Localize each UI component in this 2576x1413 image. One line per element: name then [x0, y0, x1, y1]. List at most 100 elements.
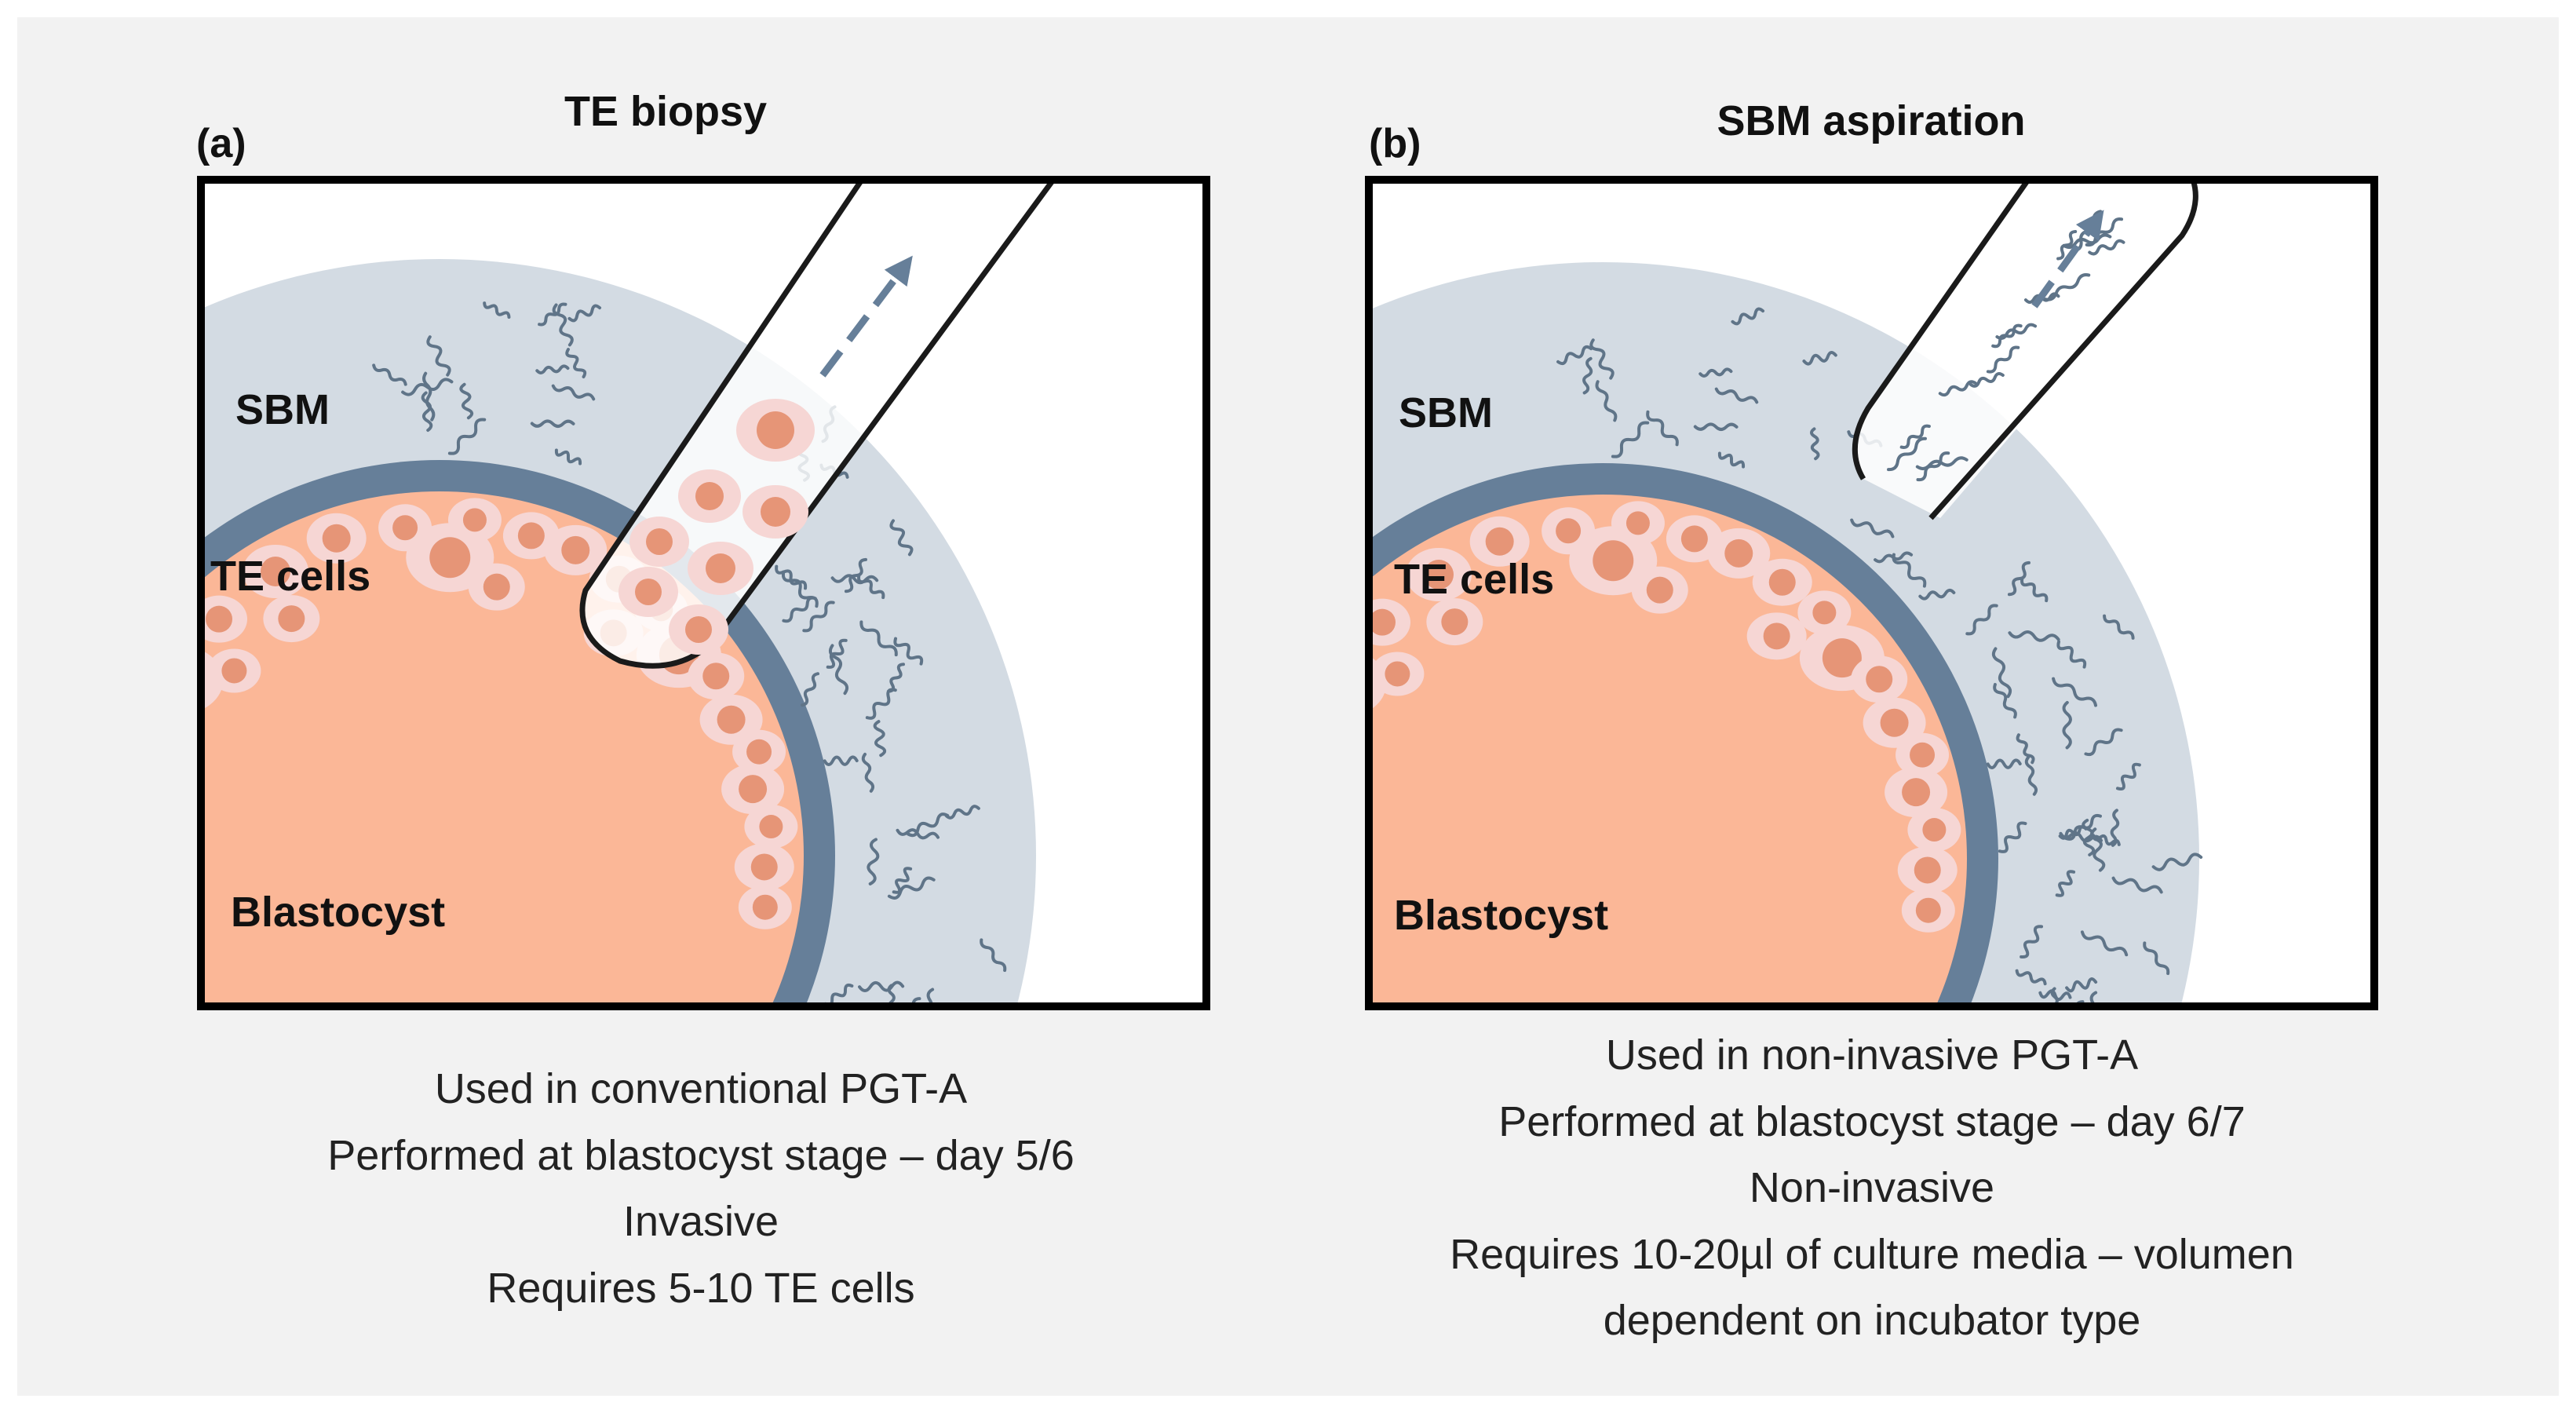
panel-a-letter: (a) — [196, 121, 246, 166]
sbm-fiber — [2038, 989, 2072, 1002]
sbm-fiber — [1995, 323, 2038, 340]
te-cell — [1426, 598, 1483, 646]
sbm-fiber — [1918, 588, 1956, 601]
sbm-fiber — [2103, 614, 2135, 640]
sbm-fiber — [565, 348, 587, 379]
sbm-fiber — [1968, 371, 2005, 388]
sbm-fiber — [775, 564, 808, 590]
panel-b-title: SBM aspiration — [1717, 97, 2025, 144]
te-cell — [243, 545, 308, 599]
te-cell — [1851, 655, 1908, 703]
sbm-fiber — [1887, 436, 1927, 472]
sbm-fiber — [1556, 345, 1593, 366]
te-cell — [736, 399, 815, 462]
sbm-fiber — [2056, 229, 2078, 261]
sbm-fiber — [2007, 560, 2031, 597]
te-cell — [688, 652, 745, 700]
sbm-fiber — [892, 867, 913, 894]
te-cell — [468, 563, 525, 611]
sbm-fiber — [1646, 410, 1679, 447]
sbm-fiber — [1693, 422, 1739, 431]
sbm-fiber — [1916, 451, 1950, 482]
sbm-fiber — [2110, 809, 2120, 847]
sbm-fiber — [782, 596, 817, 623]
sbm-fiber — [551, 384, 596, 401]
panel-b-line-2: Performed at blastocyst stage – day 6/7 — [1498, 1098, 2246, 1145]
sbm-fiber — [873, 720, 887, 758]
sbm-fiber — [887, 984, 896, 1006]
panel-a-label-te-cells: TE cells — [210, 553, 370, 600]
sbm-fiber — [422, 371, 436, 422]
te-cell — [201, 595, 248, 643]
panel-b-letter: (b) — [1369, 121, 1421, 166]
sbm-fiber — [896, 828, 940, 840]
te-cell — [306, 513, 367, 564]
sbm-fiber — [861, 752, 875, 793]
sbm-fiber — [567, 304, 602, 323]
panel-te-biopsy: TE biopsy (a) SBM TE cells Blastocyst Us… — [196, 88, 1210, 1312]
te-cell — [688, 542, 753, 595]
sbm-fiber — [2043, 273, 2091, 301]
sbm-fiber — [1892, 553, 1927, 588]
sbm-fiber — [2052, 677, 2098, 707]
sbm-fiber — [980, 938, 1007, 973]
panel-a-frame — [197, 176, 1210, 1010]
panel-b-line-1: Used in non-invasive PGT-A — [1606, 1031, 2138, 1079]
panel-b-micropipette-icon — [1852, 180, 2198, 520]
te-cell — [1896, 732, 1950, 777]
sbm-fiber — [1595, 380, 1618, 422]
te-cell — [1406, 548, 1472, 602]
panel-a-dashed-arrow-icon — [819, 255, 913, 378]
sbm-fiber — [1589, 338, 1615, 380]
te-cell — [207, 648, 261, 693]
sbm-fiber — [1965, 604, 1998, 636]
sbm-fiber — [1899, 424, 1931, 450]
sbm-fiber — [2056, 640, 2087, 669]
sbm-fiber — [2055, 870, 2076, 897]
sbm-fiber — [826, 638, 848, 669]
sbm-fiber — [535, 364, 570, 374]
te-cell — [1907, 808, 1961, 853]
te-cell — [1611, 501, 1665, 546]
sbm-fiber — [1698, 367, 1733, 378]
sbm-fiber — [447, 418, 487, 455]
sbm-fiber — [2020, 577, 2049, 603]
panel-b-te-cells — [1369, 501, 1961, 933]
sbm-fiber — [1998, 821, 2027, 853]
sbm-fiber — [2024, 755, 2038, 796]
te-cell — [678, 469, 741, 523]
te-cell — [1631, 566, 1688, 614]
te-cell — [743, 485, 808, 539]
sbm-fiber — [1993, 682, 2017, 719]
sbm-fiber — [893, 637, 924, 666]
sbm-fiber — [426, 335, 451, 377]
sbm-fiber — [2151, 853, 2203, 871]
sbm-fiber — [1850, 518, 1895, 539]
sbm-fiber — [2143, 941, 2170, 976]
panel-b-line-3: Non-invasive — [1750, 1164, 1994, 1211]
sbm-fiber — [926, 988, 935, 1006]
sbm-fiber — [530, 419, 575, 428]
sbm-fiber — [2015, 969, 2047, 986]
sbm-fiber — [2008, 630, 2060, 642]
sbm-fiber — [1714, 387, 1759, 404]
sbm-fiber — [1938, 380, 1978, 397]
panel-a-pipette-cells — [618, 399, 815, 655]
sbm-fiber — [552, 303, 574, 347]
sbm-fiber — [2115, 762, 2141, 791]
panel-b-sbm-fibers — [1556, 307, 2203, 1006]
te-cell — [1901, 888, 1955, 933]
panel-a-line-2: Performed at blastocyst stage – day 5/6 — [327, 1132, 1075, 1179]
sbm-fiber — [781, 570, 819, 608]
sbm-fiber — [2089, 991, 2098, 1006]
sbm-fiber — [889, 519, 914, 557]
sbm-fiber — [1986, 758, 2022, 769]
te-cell — [1369, 598, 1411, 646]
sbm-fiber — [1731, 307, 1765, 326]
te-cell — [1707, 528, 1771, 579]
sbm-fiber — [858, 980, 905, 993]
te-cell — [629, 517, 689, 567]
te-cell — [744, 805, 798, 849]
panel-b-label-blastocyst: Blastocyst — [1394, 892, 1608, 939]
